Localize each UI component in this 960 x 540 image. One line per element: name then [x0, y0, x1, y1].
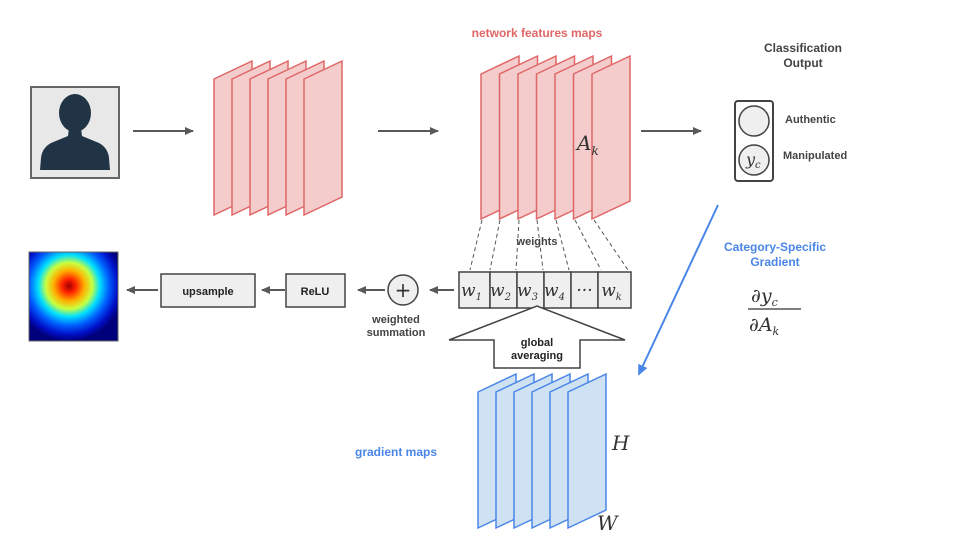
weight-cell — [489, 271, 518, 309]
network-features-label: network features maps — [472, 26, 603, 40]
weight-cell — [597, 271, 632, 309]
authentic-label: Authentic — [785, 114, 836, 126]
svg-text:ReLU: ReLU — [301, 286, 330, 298]
gradient-map-layer — [567, 372, 607, 530]
heatmap-image — [28, 251, 119, 342]
svg-text:+: + — [395, 278, 412, 302]
classification-output: yc — [734, 100, 774, 182]
gradient-maps-label: gradient maps — [355, 445, 437, 459]
weight-symbol: w3 — [517, 281, 538, 303]
feature-layer — [303, 59, 343, 217]
cnn-feature-stack — [213, 59, 343, 217]
weight-symbol: wk — [601, 281, 622, 303]
weight-symbol: ··· — [576, 281, 592, 301]
network-feature-maps-stack — [480, 54, 631, 221]
input-image — [30, 86, 120, 179]
weight-symbol: w4 — [544, 281, 565, 303]
authentic-node — [738, 105, 770, 137]
weight-cell — [458, 271, 491, 309]
relu-box: ReLU — [285, 273, 346, 308]
manipulated-node — [738, 144, 770, 176]
weights-label: weights — [516, 236, 558, 248]
gradient-formula: ∂yc ∂Ak — [748, 285, 801, 338]
width-symbol: W — [597, 511, 619, 535]
gradient-maps-stack — [477, 372, 607, 530]
output-node-symbol: yc — [745, 150, 761, 171]
height-symbol: H — [611, 431, 630, 455]
weight-vector: w1 w2 w3 w4 ··· wk — [458, 271, 632, 309]
manipulated-label: Manipulated — [783, 150, 847, 162]
upsample-box: upsample — [160, 273, 256, 308]
feature-map-layer — [591, 54, 631, 221]
feature-map-symbol: Ak — [575, 131, 599, 158]
weight-cell — [570, 271, 599, 309]
weight-connector-lines — [469, 219, 629, 271]
gradient-arrow — [638, 204, 719, 376]
weight-cell — [543, 271, 572, 309]
svg-text:∂Ak: ∂Ak — [749, 314, 780, 338]
weight-cell — [516, 271, 545, 309]
weight-symbol: w1 — [461, 281, 482, 303]
person-silhouette-icon — [40, 94, 110, 170]
weight-symbol: w2 — [490, 281, 511, 303]
svg-text:upsample: upsample — [182, 286, 233, 298]
summation-node: + — [387, 274, 419, 306]
svg-text:∂yc: ∂yc — [751, 285, 778, 309]
